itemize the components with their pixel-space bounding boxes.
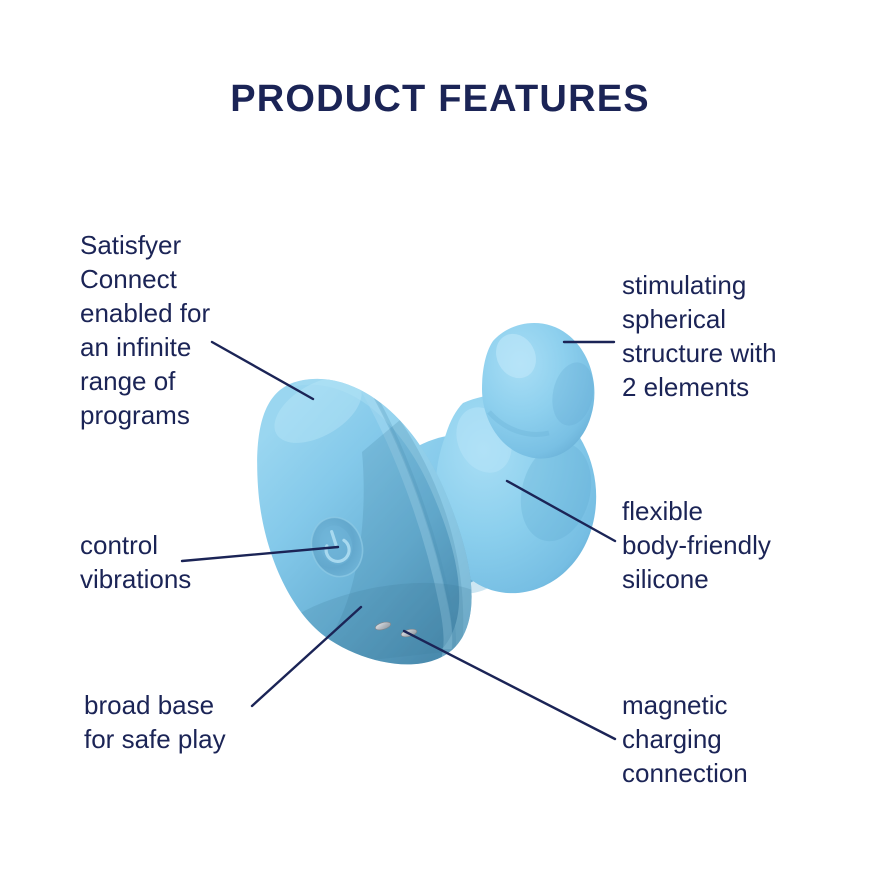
- feature-label-spherical-structure: stimulating spherical structure with 2 e…: [622, 270, 777, 403]
- feature-label-magnetic-charging: magnetic charging connection: [622, 690, 748, 789]
- feature-label-broad-base: broad base for safe play: [84, 690, 226, 755]
- page-title: PRODUCT FEATURES: [230, 78, 650, 120]
- feature-label-flexible-silicone: flexible body-friendly silicone: [622, 496, 771, 595]
- feature-label-satisfyer-connect: Satisfyer Connect enabled for an infinit…: [80, 230, 211, 431]
- product-sphere-upper: [482, 323, 595, 459]
- feature-label-control-vibrations: control vibrations: [80, 530, 192, 595]
